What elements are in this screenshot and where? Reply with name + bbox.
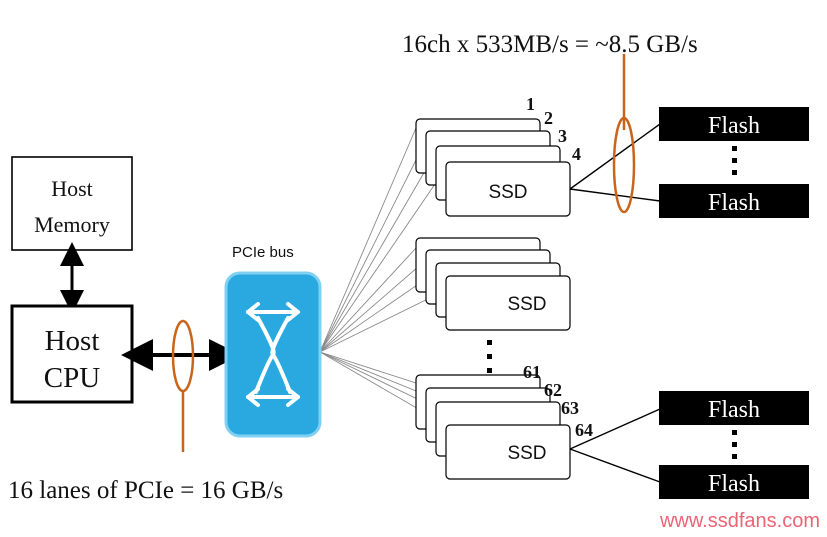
- flash-label: Flash: [708, 397, 760, 423]
- host-memory-line1: Host: [51, 176, 93, 201]
- pcie-fanout-lines: [319, 127, 447, 426]
- top-bandwidth-label: 16ch x 533MB/s = ~8.5 GB/s: [402, 31, 698, 58]
- pcie-switch-icon: [224, 271, 322, 438]
- ssd-number-2: 2: [544, 108, 553, 128]
- ssd-group-middle: SSD: [415, 237, 571, 331]
- ssd-label: SSD: [507, 294, 546, 315]
- host-cpu-line2: CPU: [44, 362, 100, 394]
- flash-chip: Flash: [659, 391, 809, 425]
- bottom-bandwidth-label: 16 lanes of PCIe = 16 GB/s: [8, 477, 283, 504]
- pcie-bandwidth-probe: [171, 319, 195, 452]
- ssd-group-bottom: SSD 61 62 63 64: [415, 362, 593, 480]
- flash-label: Flash: [708, 113, 760, 139]
- host-cpu-line1: Host: [45, 325, 100, 357]
- ssd-label: SSD: [507, 443, 546, 464]
- ssd-number-4: 4: [572, 144, 581, 164]
- ssd-ellipsis: [487, 340, 492, 373]
- ssd-number-63: 63: [561, 398, 579, 418]
- flash-links-bottom: [569, 408, 661, 483]
- flash-chip: Flash: [659, 465, 809, 499]
- ssd-label: SSD: [488, 182, 527, 203]
- flash-chip: Flash: [659, 184, 809, 218]
- flash-ellipsis-bottom: [732, 430, 737, 459]
- watermark-text: www.ssdfans.com: [659, 510, 820, 532]
- flash-label: Flash: [708, 190, 760, 216]
- host-memory-box: Host Memory: [11, 156, 133, 251]
- pcie-bus-label: PCIe bus: [232, 244, 294, 261]
- host-cpu-box: Host CPU: [10, 304, 134, 404]
- flash-label: Flash: [708, 471, 760, 497]
- flash-chip: Flash: [659, 107, 809, 141]
- ssd-channel-probe: [612, 54, 636, 214]
- ssd-number-3: 3: [558, 126, 567, 146]
- flash-ellipsis-top: [732, 146, 737, 175]
- ssd-number-1: 1: [526, 94, 535, 114]
- ssd-number-64: 64: [575, 420, 593, 440]
- host-memory-line2: Memory: [34, 212, 110, 237]
- ssd-number-61: 61: [523, 362, 541, 382]
- ssd-group-top: SSD 1 2 3 4: [415, 94, 581, 217]
- ssd-number-62: 62: [544, 380, 562, 400]
